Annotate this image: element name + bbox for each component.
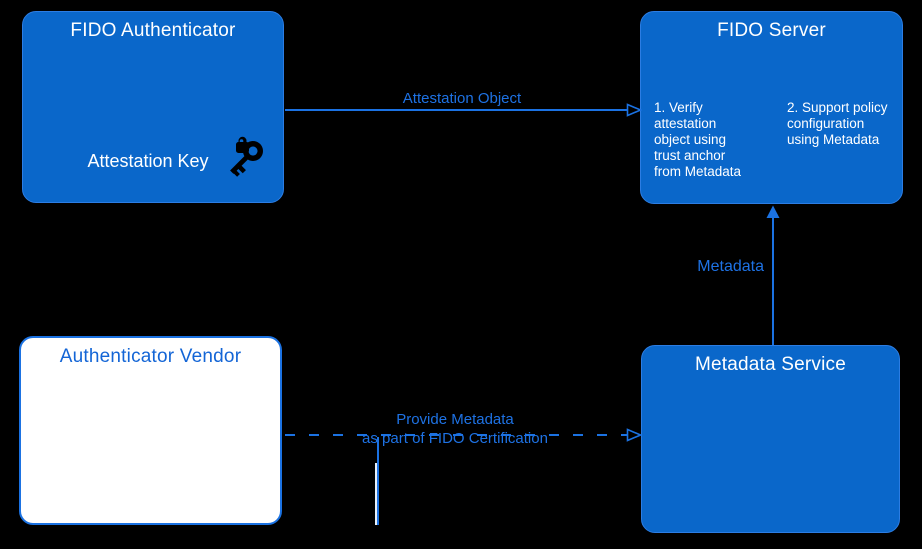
provide-metadata-arrowhead-icon [626, 428, 643, 442]
key-icon [223, 134, 275, 186]
attestation-object-arrow-line [285, 109, 630, 111]
fido-server-item-2: 2. Support policy configuration using Me… [787, 100, 888, 147]
provide-metadata-arrow-line [285, 434, 630, 436]
metadata-service-title: Metadata Service [694, 354, 847, 375]
metadata-arrow-line [772, 216, 774, 345]
fido-server-title: FIDO Server [717, 20, 826, 41]
box-authenticator-vendor: Authenticator Vendor [19, 336, 282, 525]
provide-metadata-label: Provide Metadata as part of FIDO Certifi… [362, 411, 548, 447]
box-fido-authenticator: FIDO Authenticator Attestation Key [22, 11, 284, 203]
attestation-key-label: Attestation Key [87, 151, 209, 171]
fido-authenticator-title: FIDO Authenticator [70, 20, 236, 41]
metadata-arrowhead-icon [766, 205, 780, 219]
vendor-connector-highlight-line [375, 463, 377, 525]
box-metadata-service: Metadata Service [641, 345, 900, 533]
vendor-connector-line [377, 437, 379, 525]
attestation-object-arrowhead-icon [626, 103, 643, 117]
metadata-label: Metadata [697, 258, 764, 275]
fido-server-item-1: 1. Verify attestation object using trust… [654, 100, 742, 179]
attestation-object-label: Attestation Object [402, 90, 522, 107]
authenticator-vendor-title: Authenticator Vendor [59, 346, 242, 367]
box-fido-server: FIDO Server 1. Verify attestation object… [640, 11, 903, 204]
